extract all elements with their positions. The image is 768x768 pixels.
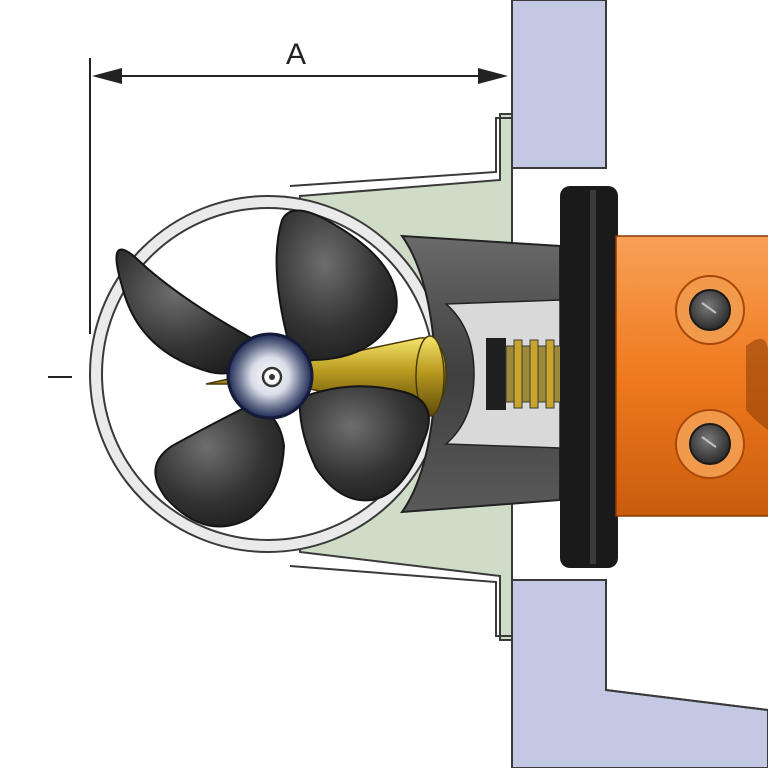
hull-upper-section	[511, 0, 607, 169]
dimension-a	[48, 58, 508, 378]
hub-nut-center	[269, 374, 275, 380]
fairing-top-flange	[289, 117, 512, 187]
bolt-icon	[675, 409, 745, 479]
bolt-icon	[675, 275, 745, 345]
propeller-blade-lower-left	[154, 402, 286, 528]
motor-flange	[560, 186, 618, 568]
shaft-collar	[415, 335, 445, 417]
propeller-icon	[115, 209, 430, 528]
motor-icon	[615, 235, 768, 517]
dimension-arrow-left	[92, 68, 122, 84]
dimension-label: A	[286, 38, 306, 71]
hull-lower-section	[511, 579, 768, 768]
dimension-arrow-right	[478, 68, 508, 84]
propeller-blade-lower-right	[298, 385, 430, 502]
propeller-blade-upper-left	[115, 248, 264, 375]
motor-logo-mark	[746, 338, 768, 430]
flange-seam	[590, 190, 596, 564]
fairing-bottom-flange	[289, 565, 512, 637]
hull	[511, 0, 768, 768]
propeller-blade-upper-right	[275, 209, 398, 362]
hull-lower-right	[605, 689, 768, 711]
